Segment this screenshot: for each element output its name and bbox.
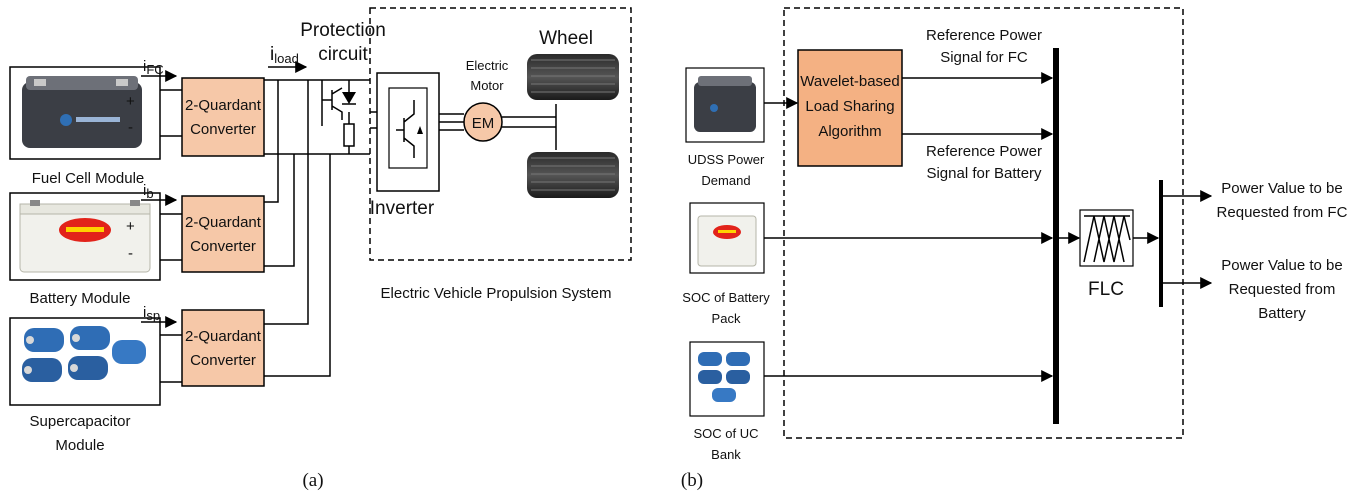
fc-minus: -: [128, 119, 133, 136]
svg-text:Converter: Converter: [190, 352, 256, 369]
flc-block: FLC: [1079, 209, 1134, 300]
controller-boundary: [783, 7, 1184, 439]
mux-bus: [1053, 48, 1059, 424]
svg-text:EM: EM: [472, 115, 495, 132]
battery-pack-icon: [689, 202, 765, 274]
converter-battery: 2-Quardant Converter: [181, 195, 265, 273]
ref-fc-label-1: Reference Power: [926, 27, 1042, 44]
converter-battery-box: [181, 195, 265, 273]
wheel-icon: [527, 54, 619, 198]
iload-label: iload: [270, 44, 299, 66]
svg-text:circuit: circuit: [318, 44, 368, 65]
demux-bus: [1159, 180, 1163, 307]
supercapacitor-label-2: Module: [55, 437, 104, 454]
caption-a: (a): [302, 470, 323, 491]
soc-battery-label-1: SOC of Battery: [682, 290, 770, 305]
protection-circuit: Protection circuit: [300, 20, 386, 154]
soc-uc-label-1: SOC of UC: [693, 426, 758, 441]
caption-b: (b): [681, 470, 703, 491]
ref-batt-label-1: Reference Power: [926, 143, 1042, 160]
out-batt-label-2: Requested from: [1229, 281, 1336, 298]
fuel-cell-label: Fuel Cell Module: [32, 170, 145, 187]
dc-bus-wiring: [264, 79, 370, 377]
out-fc-label-1: Power Value to be: [1221, 180, 1342, 197]
out-batt-label-3: Battery: [1258, 305, 1306, 322]
algorithm-block: Wavelet-based Load Sharing Algorithm: [797, 49, 903, 167]
converter-fc: 2-Quardant Converter: [181, 77, 265, 157]
svg-text:Wavelet-based: Wavelet-based: [800, 73, 900, 90]
ref-batt-label-2: Signal for Battery: [926, 165, 1042, 182]
converter-supercap-box: [181, 309, 265, 387]
battery-label: Battery Module: [30, 290, 131, 307]
out-fc-label-2: Requested from FC: [1217, 204, 1348, 221]
fc-plus: +: [126, 93, 135, 110]
fuel-cell-icon: [9, 66, 161, 160]
svg-text:2-Quardant: 2-Quardant: [185, 328, 262, 345]
svg-text:Algorithm: Algorithm: [818, 123, 881, 140]
supercapacitor-label-1: Supercapacitor: [30, 413, 131, 430]
svg-text:Protection: Protection: [300, 20, 386, 41]
ref-fc-label-2: Signal for FC: [940, 49, 1028, 66]
svg-text:2-Quardant: 2-Quardant: [185, 97, 262, 114]
svg-text:Converter: Converter: [190, 121, 256, 138]
battery-icon: [9, 192, 161, 281]
svg-text:Load Sharing: Load Sharing: [805, 98, 894, 115]
algorithm-box: [797, 49, 903, 167]
svg-text:Converter: Converter: [190, 238, 256, 255]
supercapacitor-icon: [9, 317, 161, 406]
axle: [502, 104, 557, 150]
wheel-label: Wheel: [539, 28, 593, 49]
soc-battery-label-2: Pack: [712, 311, 741, 326]
isp-label: isp: [143, 304, 160, 323]
converter-fc-box: [181, 77, 265, 157]
udss-label-1: UDSS Power: [688, 152, 765, 167]
diagram-b: UDSS Power Demand SOC of Battery Pack SO…: [681, 7, 1348, 491]
propulsion-boundary: [369, 7, 632, 261]
ib-label: ib: [143, 182, 154, 201]
udss-icon: [685, 67, 765, 143]
soc-uc-label-2: Bank: [711, 447, 741, 462]
uc-bank-icon: [689, 341, 765, 417]
ifc-label: iFC: [143, 58, 164, 77]
batt-minus: -: [128, 245, 133, 262]
svg-text:Motor: Motor: [470, 78, 504, 93]
propulsion-label: Electric Vehicle Propulsion System: [381, 285, 612, 302]
electric-motor: EM Electric Motor: [439, 58, 509, 142]
diagram-a: Fuel Cell Module Battery Module Supercap…: [9, 7, 632, 491]
converter-supercap: 2-Quardant Converter: [181, 309, 265, 387]
batt-plus: +: [126, 218, 135, 235]
svg-text:2-Quardant: 2-Quardant: [185, 214, 262, 231]
svg-text:Inverter: Inverter: [370, 198, 435, 219]
inverter: Inverter: [370, 72, 440, 219]
out-batt-label-1: Power Value to be: [1221, 257, 1342, 274]
udss-label-2: Demand: [701, 173, 750, 188]
svg-text:Electric: Electric: [466, 58, 509, 73]
svg-text:FLC: FLC: [1088, 279, 1124, 300]
